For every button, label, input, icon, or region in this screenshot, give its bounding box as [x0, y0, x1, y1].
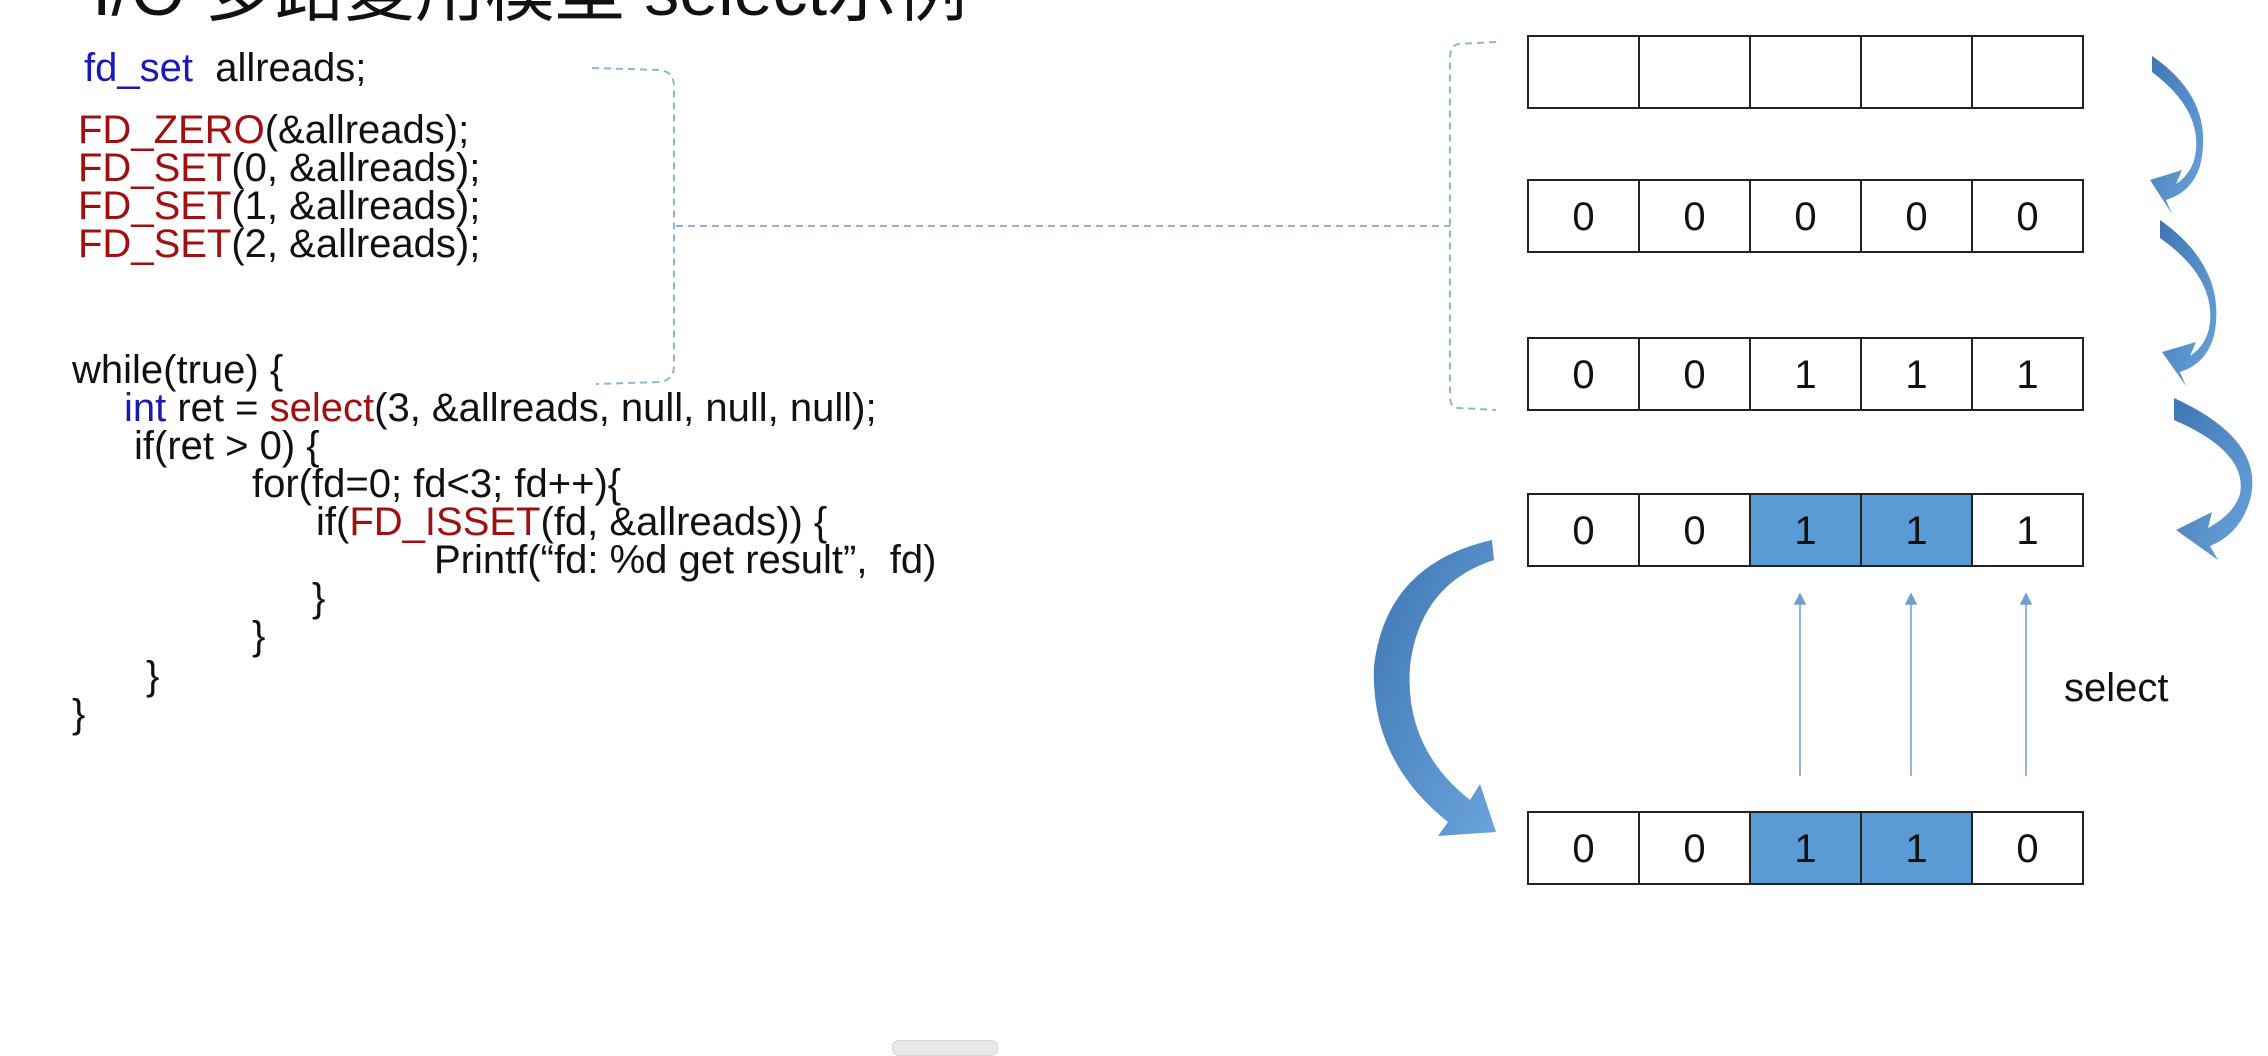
bit-value: 1 — [1794, 509, 1816, 553]
bit-value: 1 — [1905, 509, 1927, 553]
decl-var: allreads; — [215, 46, 367, 90]
fd-isset-fn: FD_ISSET — [349, 500, 541, 544]
select-arrows — [1793, 592, 2033, 776]
code-line-if-ret: if(ret > 0) { — [134, 424, 320, 468]
code-line-printf: Printf(“fd: %d get result”, fd) — [434, 538, 937, 582]
bit-cell — [1971, 811, 2084, 885]
bit-cell — [1527, 493, 1640, 567]
fd-set-type: fd_set — [84, 46, 193, 90]
bit-value: 0 — [1683, 827, 1705, 871]
bit-value: 0 — [1683, 353, 1705, 397]
bit-cell — [1860, 811, 1973, 885]
code-line-close-ifret: } — [146, 654, 160, 698]
fd-set-args: (1, &allreads); — [231, 184, 481, 228]
bit-cell — [1749, 35, 1862, 109]
bit-row-5: 0 0 1 1 0 — [1527, 811, 2084, 885]
fd-set-args: (2, &allreads); — [231, 222, 481, 266]
bit-cell — [1971, 179, 2084, 253]
rows-bracket — [1449, 41, 1497, 411]
code-bracket — [591, 67, 675, 385]
code-line-close-for: } — [252, 614, 266, 658]
curved-arrow-3 — [2174, 398, 2253, 560]
scrollbar-handle[interactable] — [892, 1040, 998, 1056]
bit-cell — [1527, 811, 1640, 885]
curved-arrow-1 — [2150, 56, 2204, 214]
select-label: select — [2064, 666, 2169, 710]
bit-cell — [1638, 337, 1751, 411]
bit-rows: 0 0 0 0 0 0 0 1 1 1 0 0 1 1 1 0 0 1 1 0 — [1527, 35, 2084, 885]
bit-cell — [1527, 35, 1640, 109]
bit-value: 0 — [1572, 509, 1594, 553]
bit-cell — [1860, 179, 1973, 253]
bit-cell — [1638, 35, 1751, 109]
code-line-set-2: FD_SET(2, &allreads); — [78, 224, 480, 264]
fd-set-fn: FD_SET — [78, 146, 232, 190]
select-fn: select — [269, 386, 375, 430]
code-line-decl: fd_set allreads; — [84, 48, 366, 88]
bit-value: 0 — [1794, 195, 1816, 239]
fd-set-fn: FD_SET — [78, 184, 232, 228]
bit-value: 0 — [1572, 827, 1594, 871]
code-line-close-if: } — [312, 576, 326, 620]
bit-row-2: 0 0 0 0 0 — [1527, 179, 2084, 253]
code-line-set-1: FD_SET(1, &allreads); — [78, 186, 480, 226]
fd-zero-args: (&allreads); — [264, 108, 470, 152]
bit-cell — [1860, 493, 1973, 567]
bit-cell — [1638, 179, 1751, 253]
bit-cell — [1860, 35, 1973, 109]
bit-cell — [1749, 337, 1862, 411]
bit-cell — [1971, 493, 2084, 567]
code-line-close-while: } — [72, 692, 86, 736]
int-keyword: int — [124, 386, 167, 430]
code-line-isset: if(FD_ISSET(fd, &allreads)) { — [316, 500, 828, 544]
bit-cell — [1527, 179, 1640, 253]
bit-value: 1 — [2016, 509, 2038, 553]
bit-row-1 — [1527, 35, 2084, 109]
bit-row-3: 0 0 1 1 1 — [1527, 337, 2084, 411]
fd-set-fn: FD_SET — [78, 222, 232, 266]
fd-zero-fn: FD_ZERO — [78, 108, 265, 152]
bit-row-4: 0 0 1 1 1 — [1527, 493, 2084, 567]
curved-arrow-2 — [2160, 220, 2217, 386]
bit-value: 1 — [1905, 827, 1927, 871]
bit-value: 0 — [1572, 353, 1594, 397]
bit-value: 0 — [1683, 509, 1705, 553]
bit-value: 0 — [1905, 195, 1927, 239]
bit-cell — [1749, 493, 1862, 567]
code-line-for: for(fd=0; fd<3; fd++){ — [252, 462, 622, 506]
large-curved-arrow — [1373, 540, 1496, 836]
bit-value: 1 — [2016, 353, 2038, 397]
bit-value: 0 — [1683, 195, 1705, 239]
bit-cell — [1638, 811, 1751, 885]
bit-value: 0 — [1572, 195, 1594, 239]
bit-value: 1 — [1794, 827, 1816, 871]
bit-value: 1 — [1794, 353, 1816, 397]
bit-cell — [1527, 337, 1640, 411]
fd-set-args: (0, &allreads); — [231, 146, 481, 190]
code-line-zero: FD_ZERO(&allreads); — [78, 110, 469, 150]
code-line-set-0: FD_SET(0, &allreads); — [78, 148, 480, 188]
slide-title: I/O 多路复用模型 select示例 — [92, 0, 967, 26]
bit-cell — [1971, 337, 2084, 411]
code-line-while: while(true) { — [72, 348, 284, 392]
bit-value: 0 — [2016, 827, 2038, 871]
bit-value: 0 — [2016, 195, 2038, 239]
bit-value: 1 — [1905, 353, 1927, 397]
code-line-select: int ret = select(3, &allreads, null, nul… — [124, 386, 877, 430]
bit-cell — [1971, 35, 2084, 109]
